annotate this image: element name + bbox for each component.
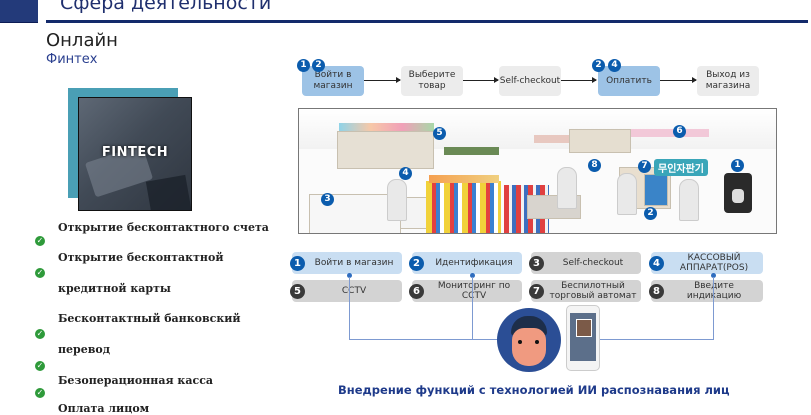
store-marker: 6 — [673, 125, 686, 138]
function-number: 7 — [529, 284, 544, 299]
step-badge: 1 — [297, 59, 310, 72]
check-icon: ✓ — [35, 236, 45, 246]
check-icon: ✓ — [35, 361, 45, 371]
section-title: Онлайн — [46, 30, 118, 51]
function-label: Беспилотный торговый автомат — [549, 281, 637, 301]
header-accent-block — [0, 0, 38, 23]
feature-item: Бесконтактный банковский — [58, 312, 241, 325]
connector-line — [349, 339, 499, 340]
function-cctv: CCTV — [292, 280, 402, 302]
store-marker: 2 — [644, 207, 657, 220]
customer-figure — [387, 179, 407, 221]
fintech-image: FINTECH — [78, 97, 192, 211]
feature-item: Безоперационная касса — [58, 374, 214, 387]
eye-graphic — [518, 340, 522, 344]
vending-sign: 무인자판기 — [654, 159, 708, 176]
function-label: Self-checkout — [562, 258, 624, 268]
face-scan-frame — [576, 319, 592, 337]
back-shelf — [337, 131, 434, 169]
function-label: Войти в магазин — [314, 258, 394, 268]
face-recognition-illustration — [497, 308, 561, 372]
store-marker: 7 — [638, 160, 651, 173]
connector-dot — [347, 273, 352, 278]
function-vending-machine: Беспилотный торговый автомат — [531, 280, 641, 302]
customer-figure — [557, 167, 577, 209]
store-banner — [339, 123, 434, 131]
step-badge: 2 — [592, 59, 605, 72]
connector-dot — [711, 273, 716, 278]
face-graphic — [512, 328, 546, 366]
function-number: 3 — [529, 256, 544, 271]
function-number: 8 — [649, 284, 664, 299]
check-icon: ✓ — [35, 388, 45, 398]
connector-line — [713, 277, 714, 340]
function-label: Идентификация — [435, 258, 513, 268]
connector-line — [472, 277, 473, 340]
section-subtitle: Финтех — [46, 52, 98, 67]
store-marker: 8 — [588, 159, 601, 172]
step-badge: 4 — [608, 59, 621, 72]
flow-step-exit-store: Выход из магазина — [697, 66, 759, 96]
store-marker: 1 — [731, 159, 744, 172]
flow-arrow — [364, 77, 401, 83]
flow-step-choose-item: Выберите товар — [401, 66, 463, 96]
flow-arrow — [660, 77, 697, 83]
customer-figure — [679, 179, 699, 221]
smartphone-illustration — [566, 305, 600, 371]
feature-item: Оплата лицом — [58, 402, 150, 415]
function-number: 5 — [290, 284, 305, 299]
device-graphic — [145, 174, 191, 210]
connector-line — [598, 339, 714, 340]
function-self-checkout: Self-checkout — [531, 252, 641, 274]
customer-figure — [617, 173, 637, 215]
flow-step-pay: Оплатить — [598, 66, 660, 96]
feature-item: Открытие бесконтактной — [58, 251, 224, 264]
feature-item: Открытие бесконтактного счета — [58, 221, 269, 234]
function-label: CCTV — [341, 286, 367, 296]
check-icon: ✓ — [35, 329, 45, 339]
store-banner — [534, 135, 594, 143]
check-icon: ✓ — [35, 268, 45, 278]
page-title: Сфера деятельности — [60, 0, 272, 14]
caption: Внедрение функций с технологией ИИ распо… — [338, 383, 730, 397]
function-pos: КАССОВЫЙ АППАРАТ(POS) — [651, 252, 763, 274]
feature-item: кредитной карты — [58, 282, 171, 295]
feature-item: перевод — [58, 343, 111, 356]
store-screen — [444, 147, 499, 155]
store-marker: 3 — [321, 193, 334, 206]
product-shelf — [426, 181, 501, 233]
header-divider — [46, 20, 808, 23]
function-identification: Идентификация — [412, 252, 522, 274]
function-label: КАССОВЫЙ АППАРАТ(POS) — [679, 253, 749, 273]
function-number: 4 — [649, 256, 664, 271]
pos-kiosk-screen — [732, 189, 744, 203]
vending-machine — [644, 174, 668, 206]
fintech-label: FINTECH — [101, 145, 169, 160]
function-cctv-monitoring: Мониторинг по CCTV — [412, 280, 522, 302]
flow-arrow — [463, 77, 499, 83]
step-badge: 2 — [312, 59, 325, 72]
eye-graphic — [535, 340, 539, 344]
back-shelf — [569, 129, 631, 153]
produce-display — [429, 175, 499, 183]
store-illustration: 1 2 3 4 5 6 7 8 무인자판기 — [298, 108, 777, 234]
function-number: 1 — [290, 256, 305, 271]
connector-dot — [470, 273, 475, 278]
function-label: Введите индикацию — [686, 281, 742, 301]
function-number: 2 — [409, 256, 424, 271]
flow-arrow — [561, 77, 597, 83]
checkout-counter — [309, 194, 401, 233]
function-indication: Введите индикацию — [651, 280, 763, 302]
function-number: 6 — [409, 284, 424, 299]
flow-step-enter-store: Войти в магазин — [302, 66, 364, 96]
function-label: Мониторинг по CCTV — [437, 281, 511, 301]
function-enter-store: Войти в магазин — [292, 252, 402, 274]
store-banner — [629, 129, 709, 137]
store-marker: 4 — [399, 167, 412, 180]
flow-step-self-checkout: Self-checkout — [499, 66, 561, 96]
store-marker: 5 — [433, 127, 446, 140]
connector-line — [349, 277, 350, 340]
